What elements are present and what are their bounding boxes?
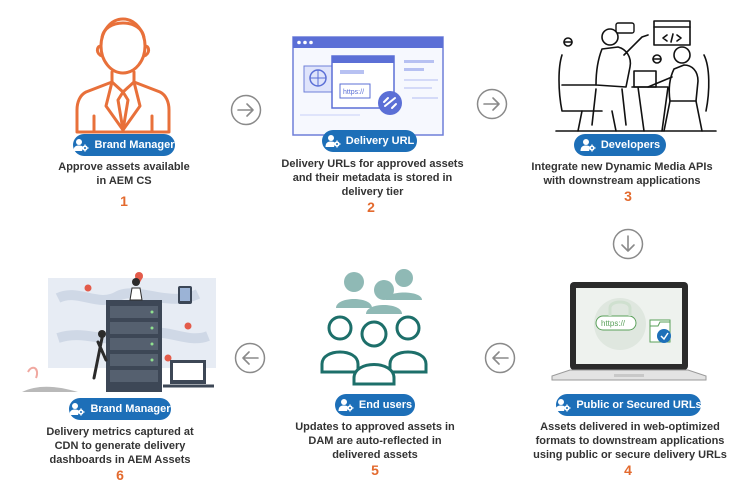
badge-label: Brand Manager	[90, 403, 171, 415]
user-gear-icon	[555, 398, 571, 412]
user-gear-icon	[338, 398, 354, 412]
step-1-description: Approve assets available in AEM CS	[58, 161, 190, 187]
https-label: https://	[343, 89, 364, 96]
user-gear-icon	[69, 402, 85, 416]
badge-label: Developers	[600, 139, 661, 151]
badge-developers: Developers	[574, 134, 666, 156]
user-gear-icon	[580, 138, 596, 152]
step-6-description: Delivery metrics captured at CDN to gene…	[46, 426, 194, 466]
step-number: 6	[116, 467, 124, 483]
step-number: 2	[367, 199, 375, 215]
step-number: 4	[624, 462, 632, 478]
badge-public-or-secured-urls: Public or Secured URLs	[555, 394, 702, 416]
arrow-right-icon	[476, 88, 508, 120]
badge-delivery-url: Delivery URL	[322, 130, 417, 152]
arrow-right-icon	[230, 94, 262, 126]
brand-manager-illustration	[75, 17, 171, 134]
arrow-down-icon	[612, 228, 644, 260]
badge-label: Public or Secured URLs	[576, 399, 702, 411]
end-users-illustration	[320, 269, 428, 386]
arrow-left-icon	[484, 342, 516, 374]
badge-brand-manager: Brand Manager	[73, 134, 175, 156]
developers-illustration	[555, 20, 717, 132]
badge-brand-manager: Brand Manager	[69, 398, 171, 420]
step-5-description: Updates to approved assets in DAM are au…	[295, 421, 455, 461]
user-gear-icon	[325, 134, 341, 148]
step-2-description: Delivery URLs for approved assets and th…	[281, 158, 464, 198]
cdn-metrics-illustration	[22, 272, 216, 392]
badge-end-users: End users	[335, 394, 415, 416]
step-number: 5	[371, 462, 379, 478]
badge-label: Delivery URL	[345, 135, 415, 147]
arrow-left-icon	[234, 342, 266, 374]
step-3-description: Integrate new Dynamic Media APIs with do…	[531, 161, 713, 187]
delivery-url-illustration: https://	[292, 36, 444, 136]
step-4-description: Assets delivered in web-optimized format…	[533, 421, 727, 461]
badge-label: Brand Manager	[94, 139, 175, 151]
laptop-illustration: https://	[551, 282, 707, 381]
user-gear-icon	[73, 138, 89, 152]
https-label: https://	[601, 319, 626, 328]
step-number: 1	[120, 193, 128, 209]
badge-label: End users	[358, 399, 413, 411]
step-number: 3	[624, 188, 632, 204]
